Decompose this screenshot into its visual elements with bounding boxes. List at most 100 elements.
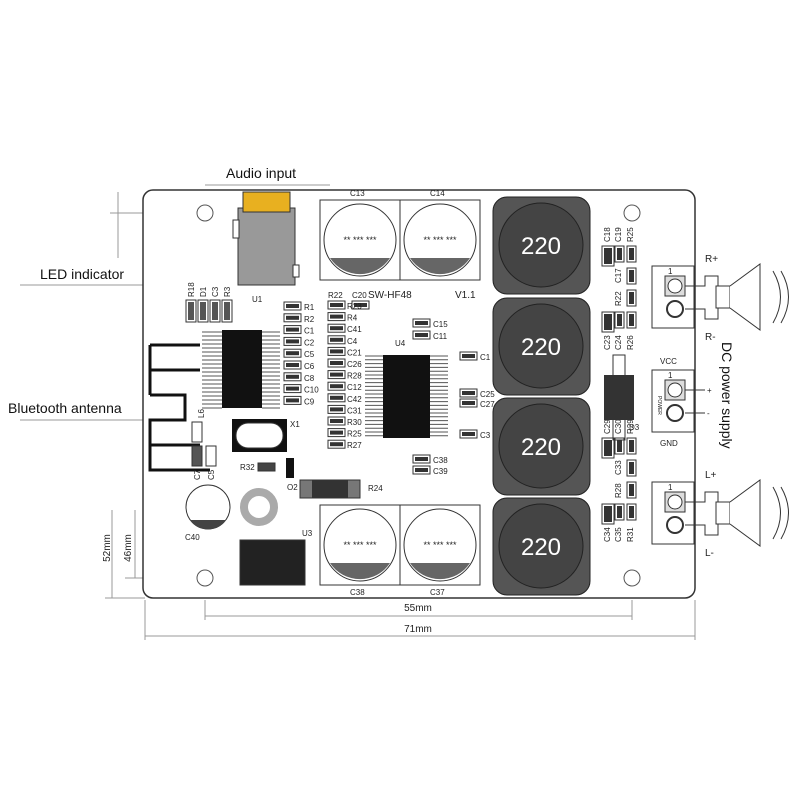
c5-label: C5: [207, 469, 216, 480]
part-label: C39: [433, 467, 448, 476]
led-part-label: R3: [223, 286, 232, 297]
model-label: SW-HF48: [368, 290, 412, 301]
part-label: C10: [304, 386, 319, 395]
part-label: C21: [347, 348, 362, 357]
dim-55mm: 55mm: [404, 603, 432, 614]
part-label: R25: [626, 227, 635, 242]
part-label: R26: [626, 335, 635, 350]
svg-text:** *** ***: ** *** ***: [343, 235, 377, 245]
part-label: C29: [603, 419, 612, 434]
c37-label: C37: [430, 588, 445, 597]
pin1-label: 1: [668, 371, 673, 380]
plus-label: +: [707, 386, 712, 395]
pin1-label: 1: [668, 267, 673, 276]
u1-label: U1: [252, 295, 263, 304]
part-label: C42: [347, 395, 362, 404]
c38-label: C38: [350, 588, 365, 597]
part-label: C24: [614, 335, 623, 350]
ring-marker: [240, 488, 278, 526]
part-label: C1: [304, 327, 315, 336]
d3-label: D3: [629, 423, 640, 432]
part-label: R1: [304, 303, 315, 312]
part-label: C25: [480, 390, 495, 399]
part-label: C41: [347, 325, 362, 334]
bluetooth-antenna-label: Bluetooth antenna: [8, 400, 122, 416]
part-label: R2: [304, 315, 315, 324]
inductor-value: 220: [521, 334, 561, 361]
part-label: C15: [433, 320, 448, 329]
svg-text:** *** ***: ** *** ***: [423, 235, 457, 245]
part-label: R25: [347, 430, 362, 439]
dim-52mm: 52mm: [102, 534, 113, 562]
version-label: V1.1: [455, 290, 476, 301]
vcc-label: VCC: [660, 357, 677, 366]
part-label: R22: [614, 291, 623, 306]
o2-label: O2: [287, 483, 298, 492]
diode-d3: [604, 375, 634, 420]
part-label: C18: [603, 227, 612, 242]
part-label: R30: [347, 418, 362, 427]
part-label: R22: [328, 291, 343, 300]
transistor-o2: [286, 458, 294, 478]
dim-71mm: 71mm: [404, 624, 432, 635]
part-label: C1: [480, 353, 491, 362]
speaker-terminal-left: [651, 481, 695, 545]
part-label: C38: [433, 456, 448, 465]
led-part-label: D1: [199, 286, 208, 297]
led-part-label: C3: [211, 286, 220, 297]
part-label: C17: [614, 268, 623, 283]
svg-text:** *** ***: ** *** ***: [343, 540, 377, 550]
mounting-holes: [196, 204, 641, 587]
u3-label: U3: [302, 529, 313, 538]
part-label: C33: [614, 460, 623, 475]
part-label: R29: [626, 419, 635, 434]
part-label: C27: [480, 400, 495, 409]
x1-label: X1: [290, 420, 300, 429]
part-label: R27: [347, 441, 362, 450]
terminal-minus-label: L-: [705, 548, 714, 559]
inductor-value: 220: [521, 434, 561, 461]
part-label: C12: [347, 383, 362, 392]
part-label: C30: [614, 419, 623, 434]
dimension-lines: [20, 184, 696, 640]
speaker-icon: [715, 501, 731, 525]
part-label: C9: [304, 397, 315, 406]
part-label: C31: [347, 406, 362, 415]
part-label: R23: [347, 302, 362, 311]
speaker-terminal-right: [651, 265, 695, 329]
part-label: C5: [304, 350, 315, 359]
audio-input-label: Audio input: [226, 165, 296, 181]
svg-text:** *** ***: ** *** ***: [423, 540, 457, 550]
terminal-plus-label: R+: [705, 254, 718, 265]
c7-label: C7: [193, 469, 202, 480]
bluetooth-chip: [222, 330, 262, 408]
part-label: R31: [626, 527, 635, 542]
u4-label: U4: [395, 339, 406, 348]
c14-label: C14: [430, 189, 445, 198]
part-label: R28: [347, 372, 362, 381]
power-label: POWER: [656, 396, 662, 415]
part-label: C19: [614, 227, 623, 242]
part-label: C4: [347, 337, 358, 346]
part-label: C2: [304, 338, 315, 347]
minus-label: -: [707, 409, 710, 418]
part-label: C3: [480, 431, 491, 440]
part-label: R28: [614, 483, 623, 498]
audio-jack: [232, 191, 300, 286]
part-label: C8: [304, 374, 315, 383]
part-label: C11: [433, 332, 448, 341]
r32-label: R32: [240, 463, 255, 472]
part-label: C6: [304, 362, 315, 371]
led-indicator-label: LED indicator: [40, 266, 124, 282]
amplifier-chip-u4: [383, 355, 430, 438]
part-label: C23: [603, 335, 612, 350]
c13-label: C13: [350, 189, 365, 198]
terminal-minus-label: R-: [705, 332, 716, 343]
c40-label: C40: [185, 533, 200, 542]
l6-label: L6: [197, 409, 206, 418]
regulator-u3: [239, 539, 306, 586]
part-label: R4: [347, 314, 358, 323]
speaker-icon: [715, 285, 731, 309]
dc-power-supply-label: DC power supply: [719, 342, 735, 449]
inductor-value: 220: [521, 534, 561, 561]
